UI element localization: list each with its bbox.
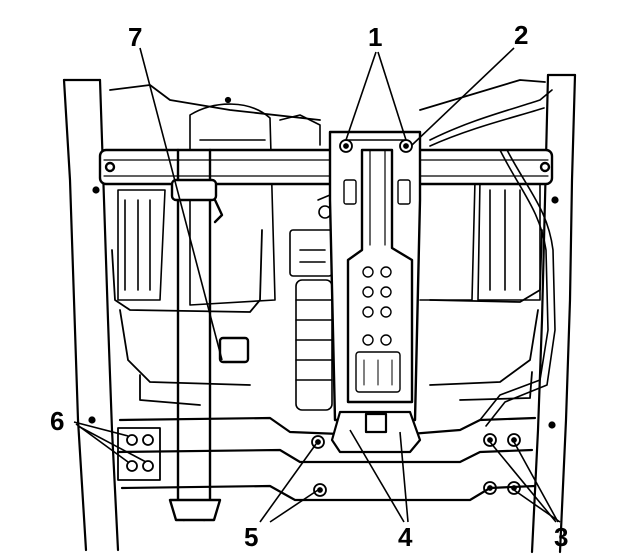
leader-4b: [399, 431, 409, 523]
rear-cross-member: [116, 410, 537, 502]
leader-3b: [513, 441, 559, 523]
callout-4: 4: [398, 522, 413, 552]
floor-pan: [109, 79, 546, 406]
drive-shaft: [168, 148, 250, 522]
leader-6a: [73, 421, 129, 437]
shield-holes: [355, 266, 401, 393]
callout-labels: 1 2 3 4 5 6 7: [50, 20, 568, 552]
cross-member: [98, 148, 554, 186]
leader-7: [139, 47, 223, 361]
leader-1a: [345, 51, 377, 141]
shield-bracket: [328, 130, 422, 422]
evap-canister: [289, 194, 336, 411]
leader-1b: [377, 51, 407, 141]
leader-3c: [513, 489, 561, 523]
callout-7: 7: [128, 22, 142, 52]
leader-5a: [259, 443, 317, 523]
leader-4a: [349, 429, 405, 523]
leader-5b: [269, 489, 319, 523]
callout-1: 1: [368, 22, 382, 52]
leader-6c: [77, 425, 147, 463]
leader-2: [411, 47, 515, 146]
callout-2: 2: [514, 20, 528, 50]
left-bracket: [117, 427, 161, 481]
callout-3: 3: [554, 522, 568, 552]
leader-lines: [73, 47, 561, 523]
leader-3a: [489, 441, 557, 523]
brake-lines: [279, 89, 556, 427]
callout-5: 5: [244, 522, 258, 552]
callout-6: 6: [50, 406, 64, 436]
